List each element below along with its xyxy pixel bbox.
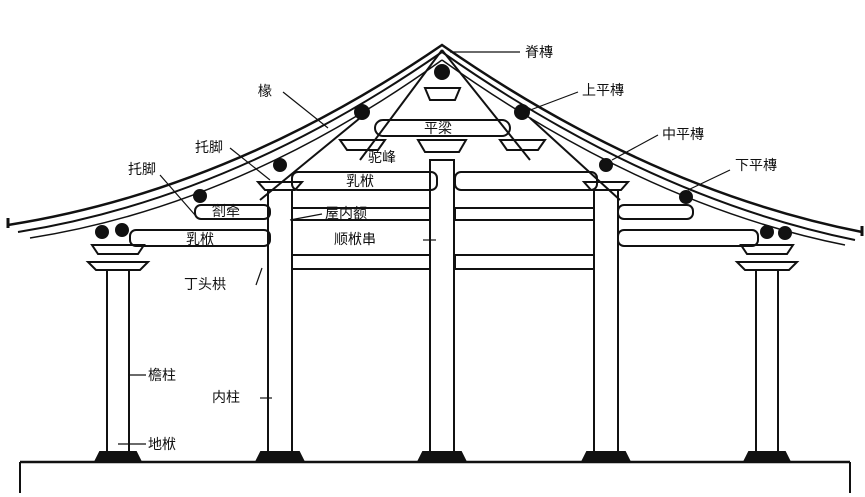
label-eave-column: 檐柱 (148, 368, 176, 384)
label-ru-fu-upper: 乳栿 (346, 174, 374, 190)
label-rafter: 椽 (258, 84, 272, 100)
label-ding-tou-gong: 丁头栱 (184, 277, 226, 293)
center-post (416, 159, 468, 463)
label-wu-nei-e: 屋内额 (325, 206, 367, 222)
label-upper-purlin: 上平槫 (582, 83, 624, 99)
part-labels: 脊槫 椽 上平槫 平梁 托脚 托脚 中平槫 驼峰 乳栿 下平槫 劄牵 屋内额 乳… (128, 45, 777, 453)
label-inner-column: 内柱 (212, 390, 240, 406)
label-tuo-jiao-upper: 托脚 (195, 140, 223, 156)
label-di-fu: 地栿 (148, 437, 176, 453)
eave-column-right (742, 269, 792, 463)
label-ridge-purlin: 脊槫 (525, 45, 553, 61)
label-ru-fu-lower: 乳栿 (186, 232, 214, 248)
label-ping-beam: 平梁 (424, 121, 452, 137)
bracket-sets (85, 64, 800, 271)
beams (129, 119, 759, 270)
label-shun-fu-chuan: 顺栿串 (334, 232, 376, 248)
label-lower-purlin: 下平槫 (735, 158, 777, 174)
label-middle-purlin: 中平槫 (662, 127, 704, 143)
ground-platform (19, 460, 851, 493)
eave-column-left (93, 269, 143, 463)
label-zha-qian: 劄牵 (212, 203, 240, 220)
roof-outline (6, 43, 864, 246)
label-tuo-jiao-lower: 托脚 (128, 162, 156, 178)
label-tuo-feng: 驼峰 (368, 149, 396, 166)
leader-lines (118, 51, 731, 445)
